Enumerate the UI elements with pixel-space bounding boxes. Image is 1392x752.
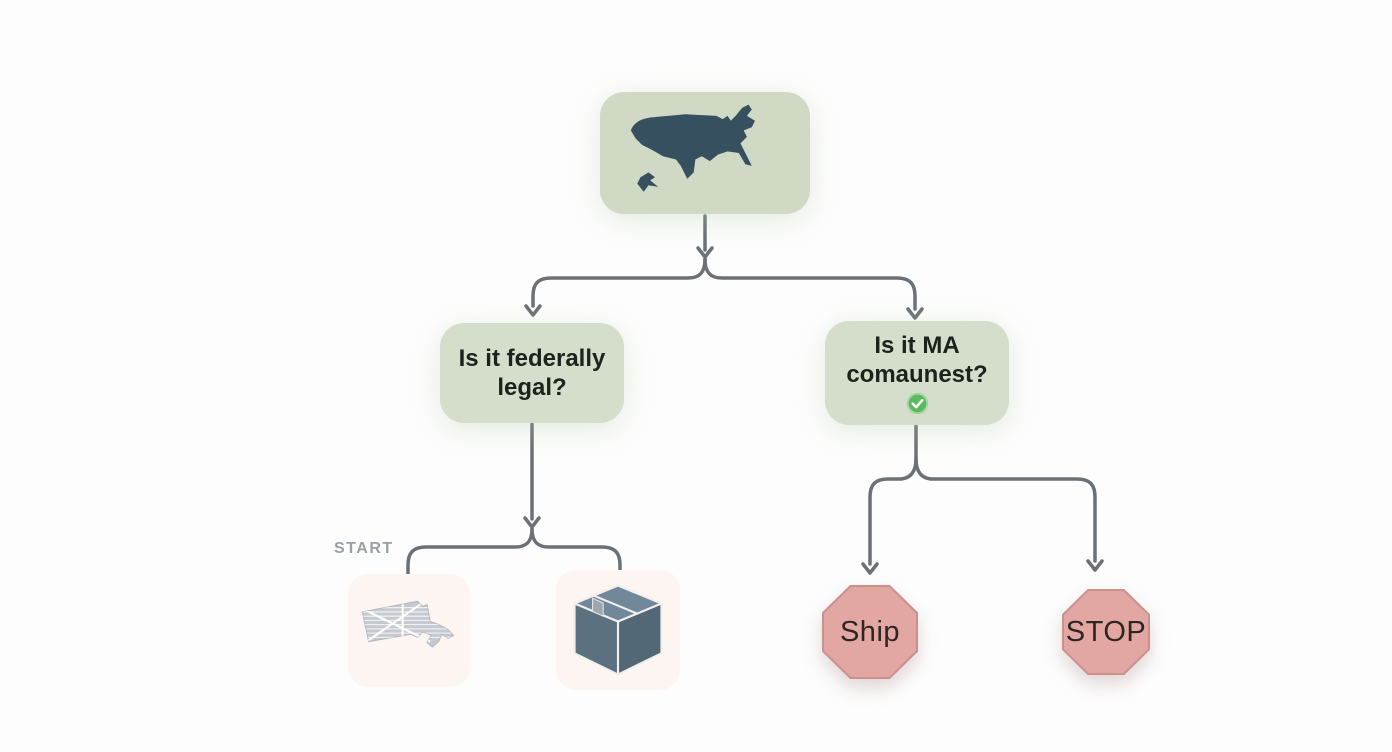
package-box-icon	[573, 584, 663, 676]
outcome-ship: Ship	[822, 585, 918, 679]
ship-octagon-shape: Ship	[822, 585, 918, 679]
edge-to-stop	[914, 457, 1097, 563]
package-node	[556, 570, 680, 690]
arrowhead-icon	[523, 516, 541, 529]
start-label: START	[334, 540, 394, 557]
decision-federally-legal: Is it federally legal?	[440, 323, 624, 423]
root-node-usa	[600, 92, 810, 214]
edge-root-to-left-decision	[531, 257, 707, 308]
edge-to-package	[530, 527, 622, 575]
ship-label: Ship	[839, 615, 901, 648]
usa-map-icon	[630, 104, 755, 192]
edge-root-to-right-decision	[703, 257, 917, 311]
arrowhead-icon	[1086, 559, 1104, 572]
arrowhead-icon	[696, 246, 714, 259]
state-map-node	[348, 574, 470, 687]
massachusetts-map-icon	[361, 600, 455, 648]
decision-ma-comaunest-label: Is it MA comaunest?	[846, 331, 988, 388]
arrowhead-icon	[906, 307, 924, 320]
decision-ma-comaunest: Is it MA comaunest?	[825, 321, 1009, 425]
edge-to-state-map	[406, 527, 534, 581]
arrowhead-icon	[861, 562, 879, 575]
edge-to-ship	[868, 424, 918, 566]
decision-federally-legal-label: Is it federally legal?	[458, 344, 606, 401]
green-check-icon	[906, 393, 928, 415]
arrowhead-icon	[524, 304, 542, 317]
stop-octagon-shape: STOP	[1062, 589, 1150, 675]
outcome-stop: STOP	[1062, 589, 1150, 675]
stop-label: STOP	[1065, 615, 1147, 648]
